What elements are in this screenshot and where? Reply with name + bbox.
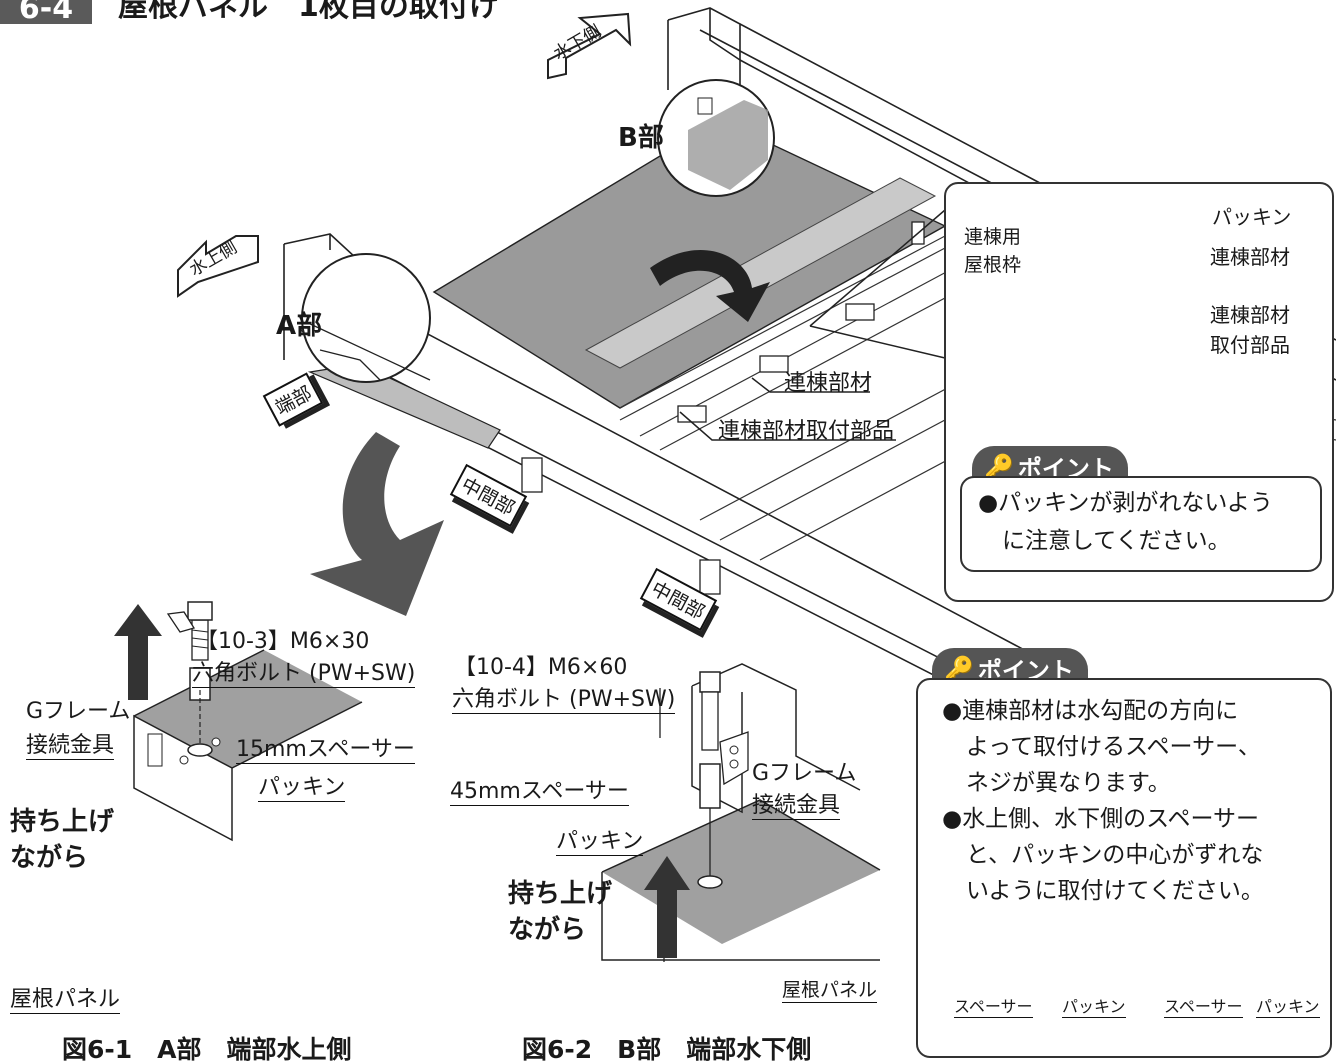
fig1-lift-2: ながら (10, 843, 89, 873)
fig2-packing: パッキン (556, 829, 644, 857)
packing-label-b: パッキン (1256, 997, 1320, 1018)
fig1-spacer: 15mmスペーサー (236, 737, 415, 765)
fig2-bolt-code: 【10-4】M6×60 (454, 655, 628, 680)
detail-fitting-label: 連棟部材 取付部品 (1210, 303, 1290, 357)
a-part-circle (301, 253, 431, 383)
key-icon: 🔑 (944, 654, 974, 683)
point-box-2 (916, 678, 1332, 1058)
fig2-panel: 屋根パネル (782, 979, 878, 1003)
fig2-lift-2: ながら (508, 915, 587, 945)
section-number: 6-4 (0, 0, 92, 26)
section-title: 屋根パネル 1枚目の取付け (118, 0, 499, 24)
detail-frame-label: 連棟用 屋根枠 (964, 226, 1022, 276)
spacer-label-b: スペーサー (1164, 997, 1243, 1018)
down-side-arrow (547, 12, 632, 80)
fig1-bolt-code: 【10-3】M6×30 (196, 629, 370, 654)
detail-packing-label: パッキン (1212, 205, 1292, 229)
point-box-1 (960, 476, 1322, 572)
point1-line1: ●パッキンが剥がれないよう (978, 490, 1273, 516)
point2-l6: いように取付けてください。 (966, 878, 1264, 904)
detail-joint-label: 連棟部材 (1210, 245, 1290, 269)
point2-l3: ネジが異なります。 (966, 770, 1171, 796)
b-part-label: B部 (618, 123, 664, 153)
fig2-gframe-2: 接続金具 (752, 793, 841, 821)
point2-l2: よって取付けるスペーサー、 (966, 734, 1261, 760)
joint-member-label: 連棟部材 (784, 371, 873, 396)
fig1-lift-1: 持ち上げ (10, 807, 115, 837)
fig1-gframe-2: 接続金具 (26, 733, 115, 761)
fig2-caption: 図6-2 B部 端部水下側 (522, 1035, 812, 1064)
fig2-bolt-name: 六角ボルト (PW+SW) (452, 687, 676, 715)
key-icon: 🔑 (984, 452, 1014, 481)
rotate-arrow (650, 250, 770, 322)
joint-fitting-label: 連棟部材取付部品 (718, 419, 895, 444)
point2-l4: ●水上側、水下側のスペーサー (942, 806, 1259, 832)
fig2-lift-1: 持ち上げ (508, 879, 613, 909)
fig1-bolt-name: 六角ボルト (PW+SW) (192, 661, 416, 689)
fig1-caption: 図6-1 A部 端部水上側 (62, 1035, 352, 1064)
a-part-label: A部 (276, 311, 323, 341)
fig1-gframe-1: Gフレーム (26, 699, 131, 724)
point2-l1: ●連棟部材は水勾配の方向に (942, 698, 1239, 724)
big-down-arrow (310, 432, 444, 616)
fig1-panel: 屋根パネル (10, 987, 121, 1015)
fig2-gframe-1: Gフレーム (752, 761, 857, 786)
fig2-drawing (601, 663, 881, 962)
packing-label-a: パッキン (1062, 997, 1126, 1018)
spacer-label-a: スペーサー (954, 997, 1033, 1018)
point1-line2: に注意してください。 (1002, 528, 1231, 554)
fig2-spacer: 45mmスペーサー (450, 779, 629, 807)
fig1-drawing (114, 601, 363, 842)
point2-l5: と、パッキンの中心がずれな (966, 842, 1264, 868)
up-side-arrow (177, 235, 259, 298)
fig1-packing: パッキン (258, 775, 346, 803)
